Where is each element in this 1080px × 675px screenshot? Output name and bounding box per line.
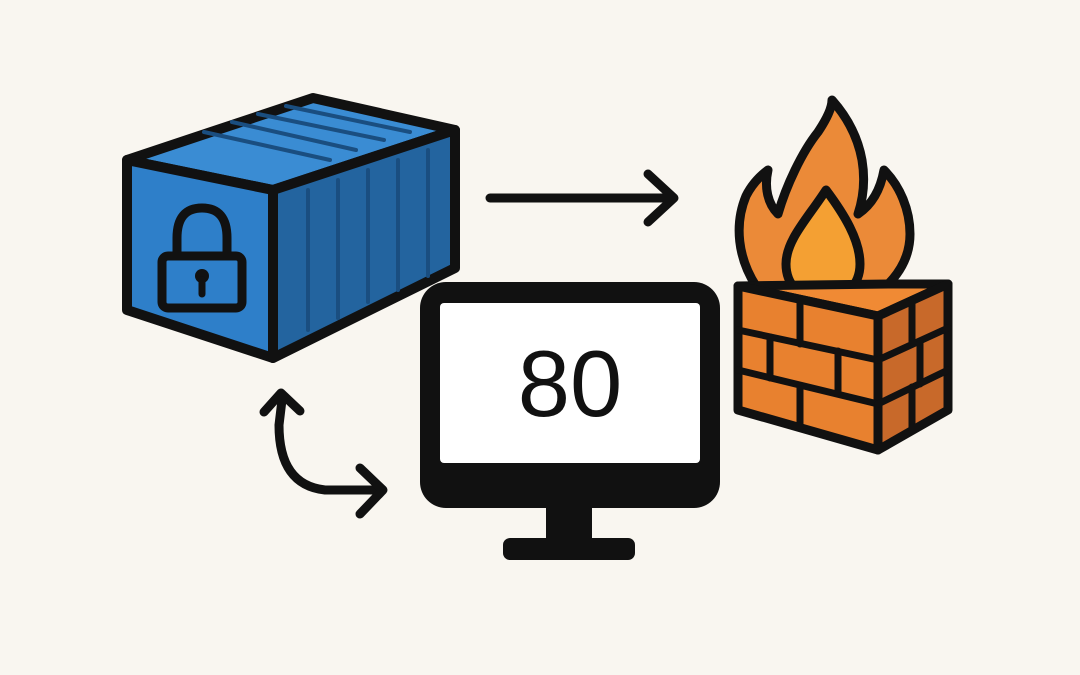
monitor-neck: [546, 504, 592, 544]
flame-icon: [734, 95, 915, 305]
curved-arrow-icon: [259, 388, 388, 519]
firewall-icon: [733, 95, 953, 455]
container-top-ridges: [202, 104, 412, 162]
container-side-ridges: [306, 148, 430, 332]
padlock-icon: [157, 203, 247, 313]
monitor-icon: 80: [420, 282, 720, 560]
arrow-right-icon: [485, 169, 679, 227]
padlock-keyhole: [195, 269, 209, 283]
brick-front-face: [733, 281, 883, 455]
brick-mortar: [734, 296, 952, 434]
monitor-base: [503, 538, 635, 560]
container-side-face: [268, 125, 460, 363]
port-label: 80: [518, 331, 623, 436]
padlock-shackle: [172, 203, 232, 263]
monitor-screen: [440, 303, 700, 463]
